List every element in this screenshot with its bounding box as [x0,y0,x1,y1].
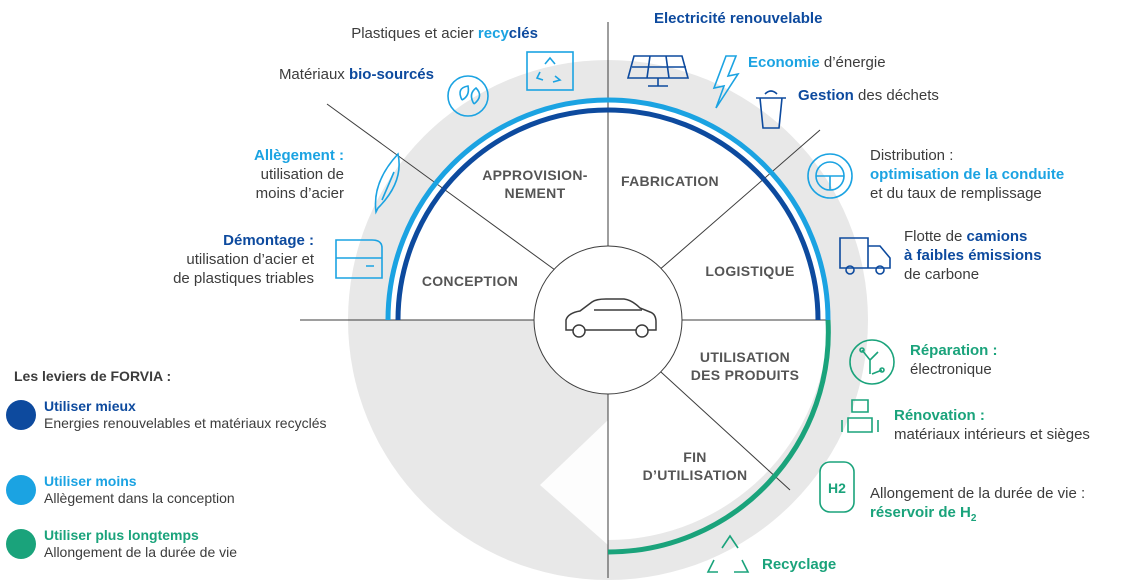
recycle-icon [706,534,750,573]
solar-panel-icon [626,55,690,87]
label-economie-bold: Economie [748,54,820,71]
label-plastiques: Plastiques et acier recyclés [280,24,538,43]
label-renovation-line2: matériaux intérieurs et sièges [894,426,1090,443]
segment-approvisionnement: APPROVISION- NEMENT [470,166,600,202]
arc-utiliser-moins [385,97,831,321]
segment-fin-utilisation: FIN D’UTILISATION [630,448,760,484]
segment-approvisionnement-line2: NEMENT [504,185,566,201]
segment-utilisation-line2: DES PRODUITS [690,367,800,383]
label-allegement-title: Allègement : [253,147,344,164]
segment-utilisation: UTILISATION DES PRODUITS [680,348,810,384]
label-flotte-line3: de carbone [904,266,980,283]
label-allongement: Allongement de la durée de vie : réservo… [870,484,1085,528]
label-demontage-line3: de plastiques triables [173,270,314,287]
segment-fin-line1: FIN [683,449,707,465]
label-renovation-title: Rénovation : [894,407,985,424]
label-distribution-line1: Distribution : [870,147,954,164]
label-allegement-line2: utilisation de [260,166,344,183]
trash-can-icon [756,90,786,129]
segment-fin-line2: D’UTILISATION [642,467,748,483]
label-economie-text: d’énergie [819,54,886,71]
label-allongement-bold: réservoir de H [870,504,971,521]
legend-item-moins-title: Utiliser moins [44,473,137,489]
label-allegement: Allègement : utilisation de moins d’acie… [180,146,344,203]
label-materiaux-bold: bio-sourcés [348,66,434,83]
label-flotte-bold2: à faibles émissions [904,247,1042,264]
feather-icon [374,152,400,215]
divider-lines [300,22,830,578]
label-demontage-line2: utilisation d’acier et [186,251,314,268]
arc-utiliser-plus-longtemps [607,319,831,555]
lightning-icon [712,55,740,109]
label-gestion: Gestion des déchets [798,86,939,105]
label-gestion-text: des déchets [853,87,939,104]
label-economie: Economie d’énergie [748,53,886,72]
label-distribution: Distribution : optimisation de la condui… [870,146,1064,203]
recycle-box-icon [526,51,574,91]
label-electricite: Electricité renouvelable [654,10,823,27]
label-demontage-title: Démontage : [223,232,314,249]
label-plastiques-text: Plastiques et acier [351,25,478,42]
label-distribution-line3: et du taux de remplissage [870,185,1042,202]
seat-icon [841,399,879,433]
label-reparation-title: Réparation : [910,342,998,359]
legend-dot-longtemps [6,529,36,559]
label-recyclage: Recyclage [762,556,837,573]
label-allongement-line1: Allongement de la durée de vie : [870,485,1086,502]
label-allegement-line3: moins d’acier [255,185,344,202]
segment-fabrication: FABRICATION [621,173,719,189]
label-reparation-line2: électronique [910,361,992,378]
legend-item-mieux-title: Utiliser mieux [44,398,136,414]
label-flotte-text: Flotte de [904,228,967,245]
circuit-icon [849,339,895,385]
truck-icon [839,237,891,275]
legend-item-mieux-desc: Energies renouvelables et matériaux recy… [44,415,327,431]
label-flotte-bold1: camions [966,228,1028,245]
legend-item-longtemps-title: Utiliser plus longtemps [44,527,199,543]
label-gestion-bold: Gestion [798,87,854,104]
label-distribution-bold: optimisation de la conduite [870,166,1065,183]
label-flotte: Flotte de camions à faibles émissions de… [904,227,1042,284]
segment-conception: CONCEPTION [421,273,519,289]
car-icon [565,298,657,338]
right-lower-sector [608,320,828,540]
label-allongement-sub: 2 [970,513,977,524]
legend-dot-mieux [6,400,36,430]
segment-utilisation-line1: UTILISATION [699,349,791,365]
legend-dot-moins [6,475,36,505]
arc-utiliser-mieux [395,107,821,321]
label-materiaux-text: Matériaux [278,66,349,83]
label-plastiques-recy: recy [477,25,509,42]
h2-tank-icon [819,461,855,513]
segment-logistique: LOGISTIQUE [705,263,795,279]
h2-icon-label: H2 [828,480,846,496]
legend-title: Les leviers de FORVIA : [14,368,172,384]
legend-item-longtemps-desc: Allongement de la durée de vie [44,544,238,560]
label-demontage: Démontage : utilisation d’acier et de pl… [120,231,314,288]
steering-wheel-icon [807,153,853,199]
label-reparation: Réparation : électronique [910,341,998,379]
label-plastiques-cles: clés [508,25,538,42]
label-materiaux: Matériaux bio-sourcés [200,65,434,84]
segment-approvisionnement-line1: APPROVISION- [482,167,588,183]
leaf-recycle-icon [447,75,489,117]
legend-item-moins-desc: Allègement dans la conception [44,490,235,506]
car-door-icon [335,239,383,279]
center-circle [533,245,683,395]
label-renovation: Rénovation : matériaux intérieurs et siè… [894,406,1090,444]
